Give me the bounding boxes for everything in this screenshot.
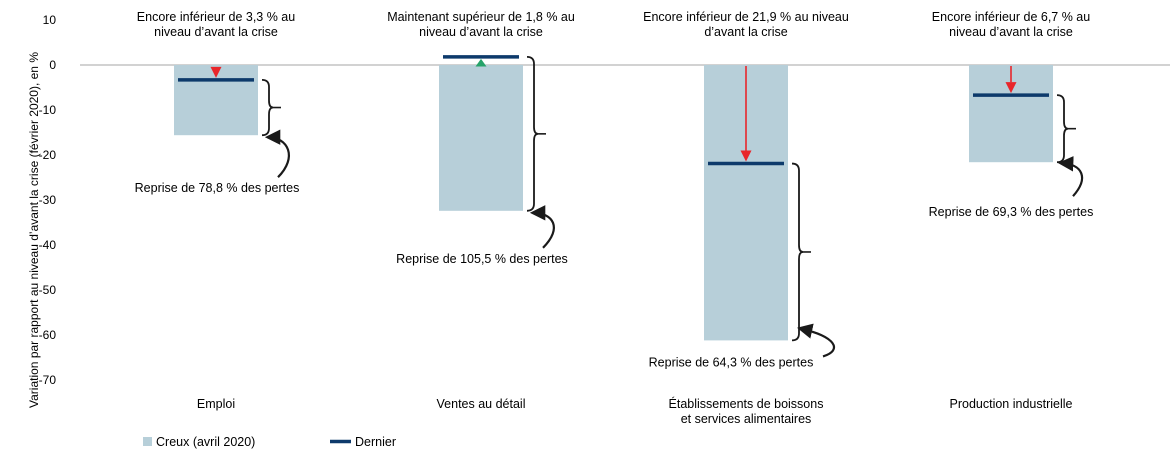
category-label: et services alimentaires bbox=[681, 412, 812, 426]
change-arrowhead bbox=[1005, 82, 1017, 94]
recovery-brace bbox=[261, 78, 274, 137]
recovery-brace bbox=[1056, 94, 1069, 164]
recovery-pointer-arrow bbox=[1057, 156, 1084, 197]
top-annotation-line: Encore inférieur de 3,3 % au bbox=[137, 10, 295, 24]
top-annotation-line: niveau d’avant la crise bbox=[154, 25, 278, 39]
top-annotation-line: Encore inférieur de 6,7 % au bbox=[932, 10, 1090, 24]
y-tick-label: -30 bbox=[39, 193, 57, 207]
y-tick-label: 10 bbox=[43, 13, 57, 27]
top-annotation-line: niveau d’avant la crise bbox=[949, 25, 1073, 39]
legend-label-trough: Creux (avril 2020) bbox=[156, 435, 255, 449]
y-tick-label: -50 bbox=[39, 283, 57, 297]
trough-bar bbox=[439, 65, 523, 211]
recovery-brace bbox=[526, 56, 539, 212]
top-annotation-line: niveau d’avant la crise bbox=[419, 25, 543, 39]
y-tick-label: -60 bbox=[39, 328, 57, 342]
recovery-label: Reprise de 64,3 % des pertes bbox=[649, 355, 814, 369]
legend-label-latest: Dernier bbox=[355, 435, 396, 449]
recovery-pointer-arrow bbox=[264, 129, 290, 178]
y-tick-label: 0 bbox=[49, 58, 56, 72]
recovery-label: Reprise de 69,3 % des pertes bbox=[929, 205, 1094, 219]
y-tick-label: -70 bbox=[39, 373, 57, 387]
change-arrowhead bbox=[475, 58, 487, 67]
top-annotation-line: d’avant la crise bbox=[704, 25, 787, 39]
plot-area: Variation par rapport au niveau d’avant … bbox=[27, 10, 1170, 449]
category-label: Établissements de boissons bbox=[669, 396, 824, 411]
change-arrowhead bbox=[740, 150, 752, 162]
recovery-label: Reprise de 105,5 % des pertes bbox=[396, 252, 568, 266]
top-annotation-line: Encore inférieur de 21,9 % au niveau bbox=[643, 10, 849, 24]
category-label: Production industrielle bbox=[950, 397, 1073, 411]
top-annotation-line: Maintenant supérieur de 1,8 % au bbox=[387, 10, 575, 24]
y-tick-label: -40 bbox=[39, 238, 57, 252]
legend-swatch-trough bbox=[143, 437, 152, 446]
recovery-brace bbox=[791, 162, 804, 342]
recovery-label: Reprise de 78,8 % des pertes bbox=[135, 181, 300, 195]
change-arrowhead bbox=[210, 66, 222, 78]
y-axis-label: Variation par rapport au niveau d’avant … bbox=[27, 52, 41, 408]
y-tick-label: -20 bbox=[39, 148, 57, 162]
category-label: Emploi bbox=[197, 397, 235, 411]
recovery-pointer-arrow bbox=[529, 205, 555, 249]
recovery-pointer-arrow bbox=[796, 323, 836, 358]
category-label: Ventes au détail bbox=[437, 397, 526, 411]
y-tick-label: -10 bbox=[39, 103, 57, 117]
